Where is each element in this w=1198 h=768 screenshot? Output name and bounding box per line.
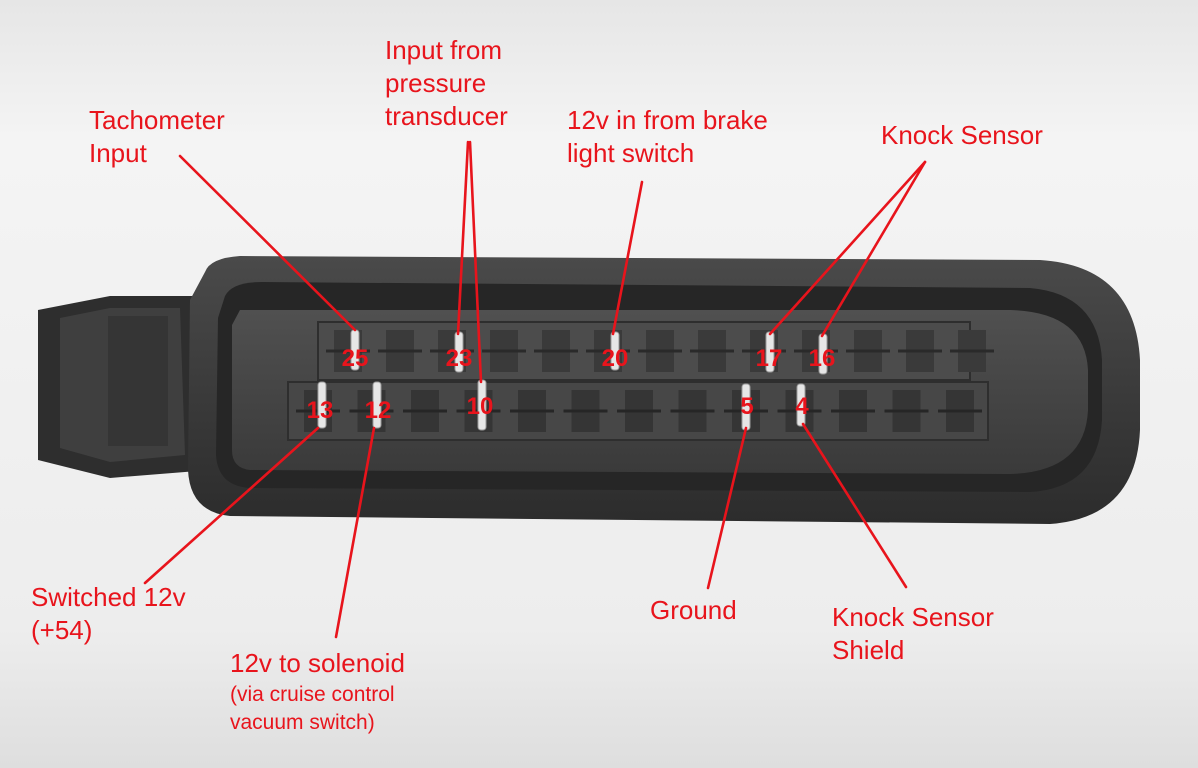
label-switched-12v: Switched 12v (+54) [31,582,186,645]
label-tachometer-input: Tachometer Input [89,105,225,168]
pin-slots-top [326,330,994,372]
pin-blade [372,381,382,429]
pin-number-13: 13 [307,397,334,424]
pin-number-16: 16 [809,345,836,372]
label-knock-sensor: Knock Sensor [881,120,1043,150]
label-knock-sensor-shield: Knock Sensor Shield [832,602,994,665]
label-solenoid: 12v to solenoid [230,648,405,678]
leader-solenoid [334,426,376,639]
pin-blade [317,381,327,429]
leader-ground [706,426,748,590]
leader-pressure-23 [456,140,470,336]
leader-brake [611,180,644,336]
pin-slots-bottom [296,390,982,432]
pin-number-12: 12 [365,397,392,424]
pin-number-10: 10 [467,393,494,420]
leader-pressure-10 [468,140,483,384]
label-ground: Ground [650,595,737,625]
pin-blade [796,383,806,427]
pin-number-5: 5 [740,393,753,420]
leader-knock-16 [820,160,927,338]
leader-tachometer [178,154,357,332]
leader-lines [143,140,927,639]
leader-shield [801,422,908,589]
pin-blade [765,331,775,373]
pin-numbers: 25 23 20 17 16 13 12 10 5 4 [307,345,836,424]
label-solenoid-note: (via cruise control vacuum switch) [230,683,395,734]
pin-number-20: 20 [602,345,629,372]
latch-tab [38,296,210,478]
pin-number-23: 23 [446,345,473,372]
pin-number-4: 4 [795,393,809,420]
pin-number-25: 25 [342,345,369,372]
label-brake-light-switch: 12v in from brake light switch [567,105,768,168]
connector-pins [317,329,828,431]
leader-knock-17 [768,160,927,336]
leader-switched [143,426,320,585]
pin-blade [610,331,620,371]
pin-number-17: 17 [756,345,783,372]
label-pressure-transducer: Input from pressure transducer [385,35,508,131]
